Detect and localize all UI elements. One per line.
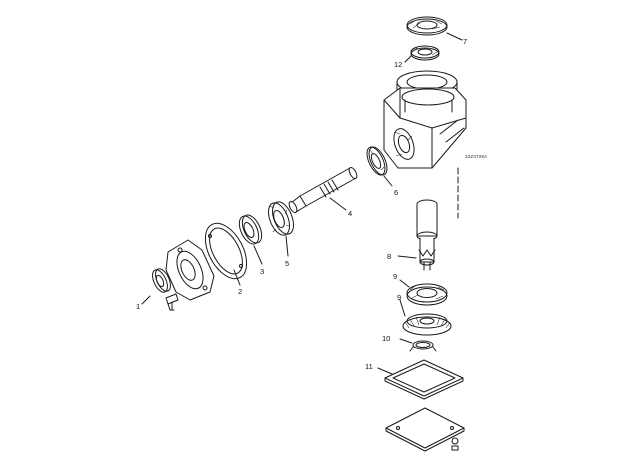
callout-9b: 9 <box>397 293 401 302</box>
drawing-code: 32Z4725A <box>465 154 487 159</box>
callout-4: 4 <box>348 209 352 218</box>
part-9-bearing-upper <box>406 283 448 306</box>
part-2-gasket <box>204 222 248 280</box>
leader-2 <box>233 269 241 286</box>
part-3-seal <box>238 214 263 245</box>
callout-9a: 9 <box>393 272 397 281</box>
bottom-cover-plate <box>385 407 465 452</box>
leader-8 <box>397 255 417 259</box>
drain-plug <box>451 437 459 451</box>
part-7-seal-ring <box>406 16 448 36</box>
part-4-shaft <box>288 167 358 213</box>
callout-10: 10 <box>382 334 390 343</box>
callout-5: 5 <box>285 259 289 268</box>
flange-cover <box>165 239 215 301</box>
leader-12 <box>404 55 412 63</box>
callout-3: 3 <box>260 267 264 276</box>
callout-6: 6 <box>394 188 398 197</box>
leader-4 <box>329 197 347 211</box>
callout-1: 1 <box>136 302 140 311</box>
callout-11: 11 <box>365 362 373 371</box>
leader-7 <box>446 32 463 41</box>
part-10-retaining-ring <box>409 340 437 352</box>
part-6-seal <box>366 146 388 176</box>
part-1-seal <box>152 268 171 293</box>
leader-9a <box>399 279 410 288</box>
gearbox-housing <box>383 70 467 169</box>
callout-2: 2 <box>238 287 242 296</box>
callout-7: 7 <box>463 37 467 46</box>
callout-12: 12 <box>394 60 402 69</box>
part-11-gasket <box>384 359 464 400</box>
leader-10 <box>399 338 413 344</box>
part-12-bearing <box>410 45 440 61</box>
flange-screw <box>165 293 179 311</box>
part-8-pinion-shaft <box>416 199 438 271</box>
part-9-bevel-gear <box>402 313 452 336</box>
leader-3 <box>253 245 263 265</box>
callout-8: 8 <box>387 252 391 261</box>
leader-1 <box>141 295 151 305</box>
leader-5 <box>285 235 289 257</box>
leader-11 <box>377 367 393 375</box>
part-5-bearing <box>268 201 294 236</box>
leader-6 <box>383 175 393 187</box>
leader-9b <box>399 299 406 317</box>
